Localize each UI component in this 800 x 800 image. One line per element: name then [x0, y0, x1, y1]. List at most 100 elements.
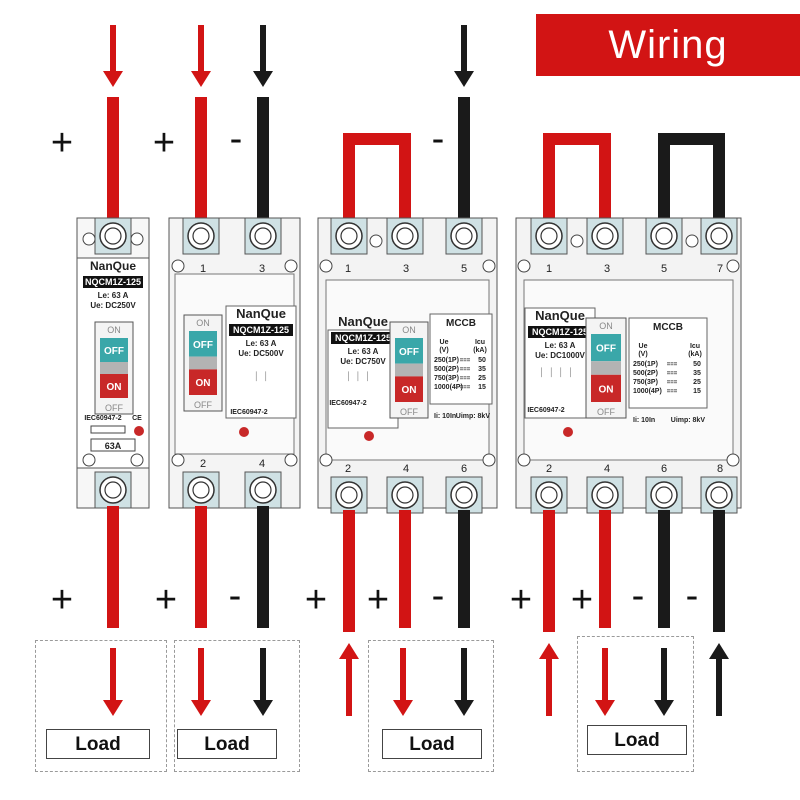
terminal-number: 2	[200, 458, 206, 470]
wire-negative-in	[458, 97, 470, 228]
brand-name: NanQue	[236, 306, 286, 321]
brand-name: NanQue	[90, 259, 136, 273]
arrow-negative-in	[253, 71, 273, 87]
terminal-number: 1	[345, 263, 351, 275]
terminal-number: 5	[661, 263, 667, 275]
top-terminal-screw-inner	[254, 227, 272, 245]
minus-sign: -	[632, 575, 645, 617]
mccb-row-sep: ===	[460, 367, 471, 373]
mccb-row-voltage: 500(2P)	[633, 370, 658, 377]
arrow-positive-out	[393, 700, 413, 716]
minus-sign: -	[230, 118, 243, 160]
rating-plate-text: 63A	[105, 441, 122, 451]
mccb-row-sep: ===	[460, 385, 471, 391]
label-slot	[90, 425, 126, 434]
arrow-positive-out	[595, 700, 615, 716]
terminal-number: 1	[200, 263, 206, 275]
bottom-terminal-screw-inner	[340, 486, 358, 504]
off-switch-segment	[189, 331, 217, 357]
bottom-terminal-screw-inner	[710, 486, 728, 504]
model-number: NQCM1Z-125	[85, 277, 141, 287]
handle-middle-segment	[395, 363, 423, 377]
arrow-positive-out-shaft	[602, 648, 608, 700]
mount-hole	[130, 232, 144, 246]
top-terminal-screw	[249, 222, 277, 250]
arrow-positive-in	[103, 71, 123, 87]
mount-hole	[319, 259, 333, 273]
mccb-row-sep: ===	[667, 380, 678, 386]
top-terminal-screw-inner	[192, 227, 210, 245]
bottom-terminal-screw	[650, 481, 678, 509]
load-label: Load	[382, 729, 482, 759]
jumper-positive	[343, 133, 411, 226]
arrow-negative-out	[454, 700, 474, 716]
bottom-terminal-screw	[450, 481, 478, 509]
arrow-negative-out-shaft	[661, 648, 667, 700]
on-switch-segment	[395, 376, 423, 402]
mccb-footer-ii: Ii: 10In	[434, 413, 456, 420]
arrow-positive-out-shaft	[400, 648, 406, 700]
arrow-negative-out-shaft	[260, 648, 266, 700]
mount-hole	[130, 453, 144, 467]
wire-positive-out	[107, 506, 119, 628]
wire-negative-out	[458, 510, 470, 628]
wire-positive-out	[599, 510, 611, 628]
arrow-positive-in	[191, 71, 211, 87]
handle-middle-segment	[189, 356, 217, 370]
mccb-row-icu: 25	[478, 375, 486, 382]
mccb-row-voltage: 750(3P)	[633, 379, 658, 386]
bottom-terminal-screw-inner	[655, 486, 673, 504]
jumper-positive	[543, 133, 611, 226]
mccb-row-sep: ===	[667, 371, 678, 377]
load-label: Load	[46, 729, 150, 759]
terminal-number: 2	[345, 463, 351, 475]
plus-sign: +	[51, 122, 73, 164]
mount-hole	[570, 234, 584, 248]
terminal-number: 8	[717, 463, 723, 475]
mccb-row-voltage: 500(2P)	[434, 366, 459, 373]
rating-current: Le: 63 A	[246, 339, 277, 348]
top-terminal-screw	[705, 222, 733, 250]
off-mark-bottom: OFF	[597, 407, 615, 417]
top-terminal-screw	[187, 222, 215, 250]
circuit-symbol: ᛁ ᛁ ᛁ	[345, 371, 371, 383]
top-terminal-screw	[535, 222, 563, 250]
off-label: OFF	[193, 340, 213, 351]
plus-sign: +	[155, 579, 177, 621]
mount-hole	[726, 259, 740, 273]
minus-sign: -	[432, 575, 445, 617]
mount-hole	[369, 234, 383, 248]
ce-mark: CE	[132, 415, 142, 422]
model-number: NQCM1Z-125	[335, 333, 391, 343]
wire-positive-out	[399, 510, 411, 628]
mount-hole	[171, 259, 185, 273]
plus-sign: +	[510, 579, 532, 621]
bottom-terminal-screw-inner	[254, 481, 272, 499]
brand-name: NanQue	[535, 308, 585, 323]
rating-current: Le: 63 A	[98, 291, 129, 300]
bottom-terminal-screw-inner	[540, 486, 558, 504]
on-mark-top: ON	[402, 325, 416, 335]
model-number: NQCM1Z-125	[233, 325, 289, 335]
top-terminal-screw-inner	[655, 227, 673, 245]
load-box-4p	[577, 636, 694, 772]
bottom-terminal-screw	[591, 481, 619, 509]
on-label: ON	[599, 384, 614, 395]
rating-current: Le: 63 A	[545, 341, 576, 350]
arrow-positive-out	[191, 700, 211, 716]
arrow-positive-return-shaft	[346, 659, 352, 716]
arrow-positive-out-shaft	[198, 648, 204, 700]
wire-positive-return	[343, 510, 355, 632]
mount-hole	[284, 453, 298, 467]
bottom-terminal-screw	[99, 476, 127, 504]
mccb-col2-unit: (kA)	[473, 347, 487, 354]
label-panel	[225, 305, 297, 419]
arrow-positive-out	[103, 700, 123, 716]
on-label: ON	[402, 385, 417, 396]
mccb-footer-ii: Ii: 10In	[633, 417, 655, 424]
plus-sign: +	[367, 579, 389, 621]
model-band	[229, 324, 293, 336]
mccb-col2-head: Icu	[475, 339, 485, 346]
arrow-negative-in-shaft	[461, 25, 467, 71]
